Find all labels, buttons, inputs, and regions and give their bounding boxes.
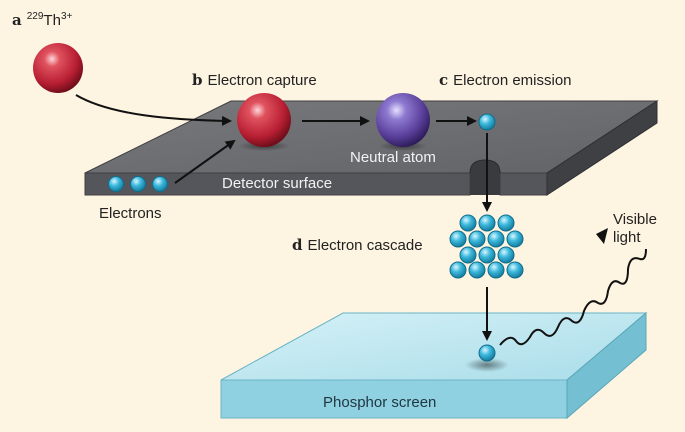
detector-front-face-right [499, 172, 548, 196]
ion-charge: 3+ [60, 11, 73, 22]
visible-light-arrowhead [596, 228, 608, 244]
label-d-text: Electron cascade [307, 237, 423, 254]
cascade-electron [449, 230, 467, 248]
element-symbol: Th [43, 12, 61, 29]
captured-ion [237, 93, 291, 147]
surface-electron [130, 176, 146, 192]
label-electrons: Electrons [99, 205, 162, 222]
arrow-ion-to-capture [75, 94, 232, 126]
impact-electron [478, 344, 496, 362]
arrow-electrons-to-capture [174, 139, 236, 184]
emitted-electron [478, 113, 496, 131]
label-b-text: Electron capture [207, 72, 317, 89]
label-detector-surface: Detector surface [222, 175, 333, 192]
thorium-ion [33, 43, 83, 93]
neutral-atom [376, 93, 430, 147]
label-visible-light: Visible light [613, 211, 657, 246]
cascade-electron [497, 214, 515, 232]
cascade-electron [468, 261, 486, 279]
cascade-electron [506, 261, 524, 279]
cascade-electron [459, 246, 477, 264]
phosphor-right-face [566, 311, 647, 420]
surface-electron [152, 176, 168, 192]
visible-light-wave [499, 248, 647, 346]
cascade-electron [478, 214, 496, 232]
detector-slab [84, 100, 659, 196]
label-a-thorium-ion: a 229Th3+ [12, 11, 73, 29]
label-phosphor-screen: Phosphor screen [323, 394, 437, 411]
electron-cascade [449, 214, 524, 279]
panel-letter-d: d [292, 236, 303, 254]
cascade-electron [449, 261, 467, 279]
cascade-electron [487, 230, 505, 248]
impact-shadow [465, 358, 509, 372]
cascade-electron [497, 246, 515, 264]
cascade-electron [459, 214, 477, 232]
panel-letter-c: c [439, 71, 449, 89]
label-neutral-atom: Neutral atom [350, 149, 436, 166]
panel-letter-b: b [192, 71, 203, 89]
mass-number: 229 [26, 11, 44, 22]
cascade-electron [487, 261, 505, 279]
cascade-electron [468, 230, 486, 248]
cascade-electron [478, 246, 496, 264]
surface-electrons [108, 176, 168, 192]
surface-electron [108, 176, 124, 192]
detector-right-face [546, 100, 658, 196]
cascade-electron [506, 230, 524, 248]
label-c-text: Electron emission [453, 72, 572, 89]
detector-notch [470, 160, 500, 195]
panel-letter-a: a [12, 11, 22, 29]
